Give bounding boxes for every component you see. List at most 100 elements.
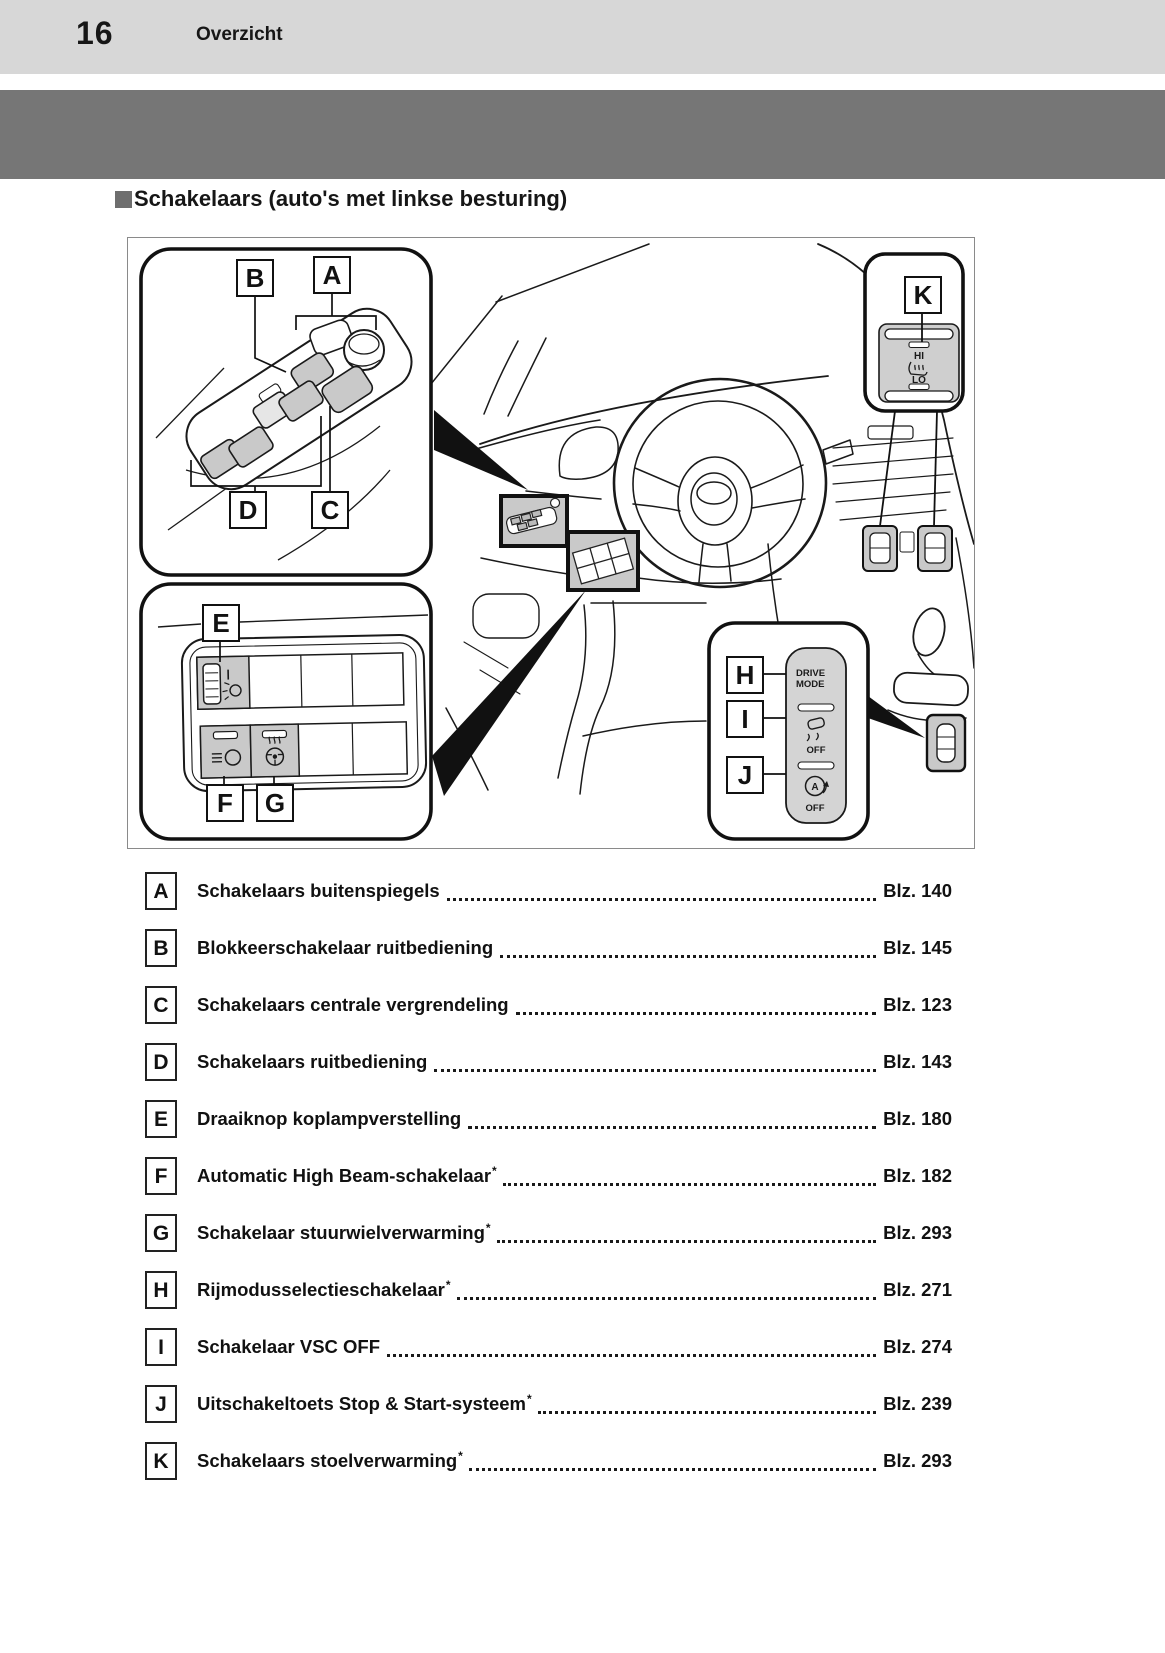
callout-connector-lines (219, 640, 275, 784)
footnote-asterisk: * (445, 1278, 451, 1293)
item-label-box: I (145, 1328, 177, 1366)
diagram-label-F: F (206, 784, 244, 822)
label-letter: B (245, 263, 265, 293)
item-label: K (153, 1449, 169, 1473)
vsc-off-icon (806, 717, 825, 742)
item-label-box: E (145, 1100, 177, 1138)
item-label: B (153, 936, 169, 960)
label-letter: D (238, 495, 258, 525)
dot-leader (515, 1011, 877, 1015)
callout-connector-lines (190, 294, 377, 491)
dot-leader (500, 954, 877, 958)
list-item: A Schakelaars buitenspiegels Blz. 140 (145, 872, 952, 910)
item-label: E (153, 1107, 168, 1131)
page-reference: Blz. 293 (883, 1222, 952, 1243)
dot-leader (434, 1068, 877, 1072)
diagram-label-J: J (726, 756, 764, 794)
item-label: J (155, 1392, 167, 1416)
page-reference: Blz. 293 (883, 1450, 952, 1471)
item-title: Automatic High Beam-schakelaar* (197, 1164, 497, 1187)
item-label-box: H (145, 1271, 177, 1309)
dash-panel-callout (139, 582, 433, 841)
vsc-off-label: OFF (807, 745, 826, 756)
page-reference: Blz. 143 (883, 1051, 952, 1072)
section-name: Overzicht (196, 24, 283, 45)
item-label-box: B (145, 929, 177, 967)
item-title: Schakelaars stoelverwarming* (197, 1449, 463, 1472)
mode-switch-panel (785, 647, 847, 824)
item-title-text: Draaiknop koplampverstelling (197, 1108, 462, 1130)
item-label: D (153, 1050, 169, 1074)
item-label-box: D (145, 1043, 177, 1081)
item-title: Schakelaars ruitbediening (197, 1050, 428, 1073)
window-lock-switch (290, 352, 335, 393)
item-label: A (153, 879, 169, 903)
label-letter: F (217, 788, 233, 818)
square-bullet-icon (115, 190, 132, 208)
dot-leader (537, 1410, 877, 1414)
item-title-text: Automatic High Beam-schakelaar (197, 1165, 492, 1187)
item-title-text: Schakelaar stuurwielverwarming (197, 1222, 485, 1244)
item-label-box: G (145, 1214, 177, 1252)
list-item: J Uitschakeltoets Stop & Start-systeem* Bl… (145, 1385, 952, 1423)
item-label: I (158, 1335, 164, 1359)
central-lock-switch (321, 365, 374, 414)
diagram-label-C: C (311, 491, 349, 529)
page-reference: Blz. 140 (883, 880, 952, 901)
page-reference: Blz. 239 (883, 1393, 952, 1414)
stop-start-a: A (811, 782, 818, 793)
label-letter: C (320, 495, 340, 525)
dash-switch-location-inset (566, 530, 640, 592)
diagram-label-G: G (256, 784, 294, 822)
item-title-text: Schakelaars centrale vergrendeling (197, 994, 509, 1016)
dot-leader (468, 1125, 877, 1129)
seat-heater-leader-lines (879, 410, 938, 527)
list-item: H Rijmodusselectieschakelaar* Blz. 271 (145, 1271, 952, 1309)
mode-switch-pointer-arrow (868, 696, 925, 738)
item-title-text: Blokkeerschakelaar ruitbediening (197, 937, 494, 959)
item-label: F (154, 1164, 168, 1188)
item-title: Schakelaars buitenspiegels (197, 879, 441, 902)
label-letter: A (322, 260, 342, 290)
list-item: C Schakelaars centrale vergrendeling Blz. … (145, 986, 952, 1024)
item-title: Rijmodusselectieschakelaar* (197, 1278, 451, 1301)
item-title-text: Schakelaars buitenspiegels (197, 880, 440, 902)
drive-mode-label-line2: MODE (796, 679, 825, 690)
dot-leader (468, 1467, 877, 1471)
diagram-label-A: A (313, 256, 351, 294)
item-title: Schakelaar VSC OFF (197, 1335, 381, 1358)
footnote-asterisk: * (485, 1221, 491, 1236)
label-letter: G (264, 788, 286, 818)
item-title: Uitschakeltoets Stop & Start-systeem* (197, 1392, 532, 1415)
seat-heater-switch: HI LO (878, 323, 960, 403)
item-title-text: Rijmodusselectieschakelaar (197, 1279, 445, 1301)
seat-heater-lo-label: LO (912, 375, 926, 386)
diagram-label-B: B (236, 259, 274, 297)
item-label: G (152, 1221, 170, 1245)
door-armrest-callout (139, 247, 433, 577)
footnote-asterisk: * (527, 1392, 532, 1407)
item-title-text: Schakelaar VSC OFF (197, 1336, 381, 1358)
footnote-asterisk: * (492, 1164, 497, 1179)
overview-diagram: HI LO (127, 237, 975, 849)
ahb-icon (211, 730, 242, 766)
item-label: H (153, 1278, 169, 1302)
item-title: Schakelaars centrale vergrendeling (197, 993, 510, 1016)
dot-leader (387, 1353, 877, 1357)
item-label-box: C (145, 986, 177, 1024)
window-switches (200, 380, 324, 480)
item-label-box: F (145, 1157, 177, 1195)
callout-connector-lines (762, 673, 786, 775)
page-reference: Blz. 123 (883, 994, 952, 1015)
label-letter: H (735, 660, 755, 690)
section-title: Schakelaars (auto's met linkse besturing… (115, 186, 567, 212)
console-mode-switch (925, 713, 967, 773)
item-label-box: J (145, 1385, 177, 1423)
label-letter: I (741, 704, 749, 734)
page-reference: Blz. 271 (883, 1279, 952, 1300)
item-title-text: Uitschakeltoets Stop & Start-systeem (197, 1393, 526, 1415)
dot-leader (502, 1182, 877, 1186)
